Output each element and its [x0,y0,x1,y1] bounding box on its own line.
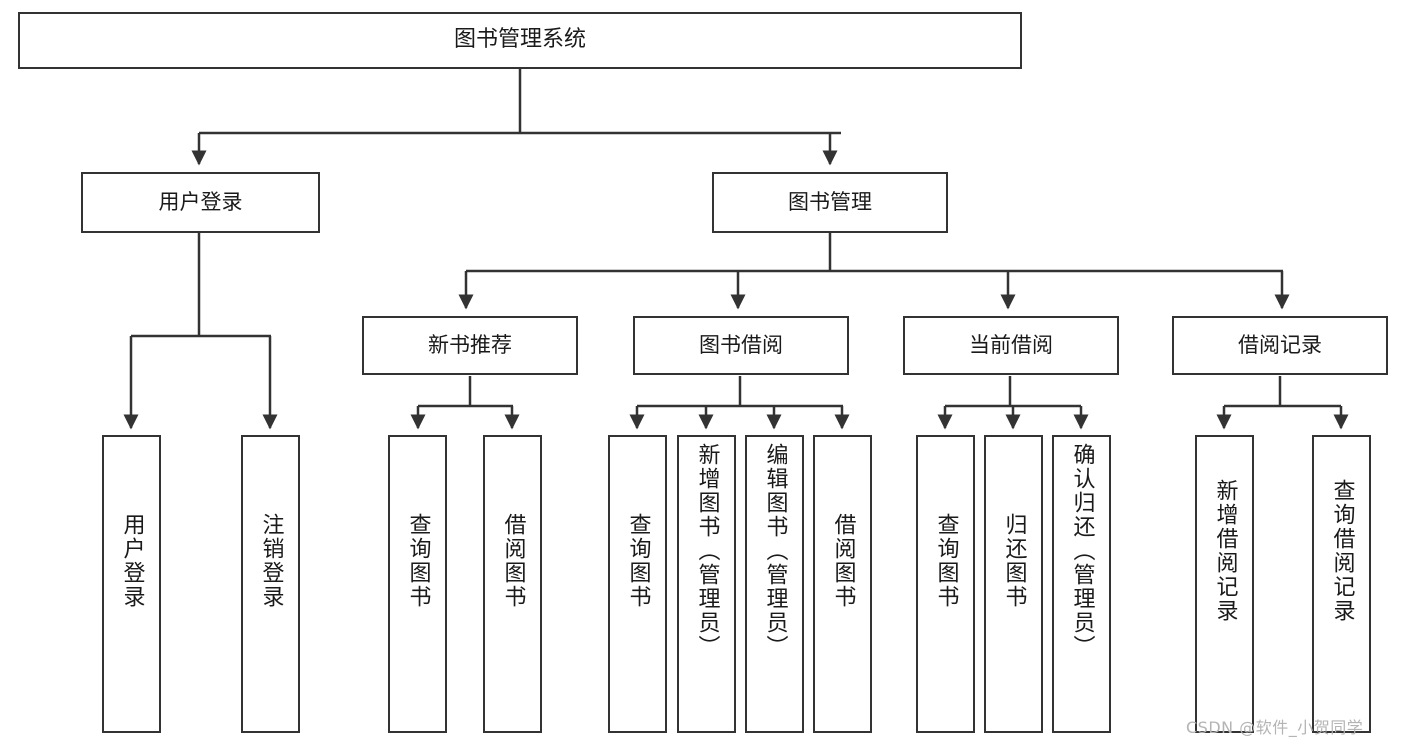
node-root[interactable]: 图书管理系统 [18,12,1022,69]
node-new-book-recommend[interactable]: 新书推荐 [362,316,578,375]
node-root-label: 图书管理系统 [453,27,586,53]
leaf-confirm-return-admin[interactable]: 确认归还（管理员） [1052,435,1111,733]
node-current-borrow-label: 当前借阅 [969,332,1053,357]
leaf-borrow-book-label: 借阅图书 [830,513,856,609]
leaf-query-borrow-record[interactable]: 查询借阅记录 [1312,435,1371,733]
node-user-login-label: 用户登录 [158,189,243,214]
leaf-query-book-current-label: 查询图书 [933,513,959,609]
node-book-borrow-label: 图书借阅 [699,332,783,357]
leaf-borrow-book-rec[interactable]: 借阅图书 [483,435,542,733]
leaf-user-logout[interactable]: 注销登录 [241,435,300,733]
leaf-query-book-borrow[interactable]: 查询图书 [608,435,667,733]
node-book-borrow[interactable]: 图书借阅 [633,316,849,375]
leaf-edit-book-admin[interactable]: 编辑图书（管理员） [745,435,804,733]
leaf-edit-book-admin-label: 编辑图书（管理员） [762,443,788,659]
leaf-confirm-return-admin-label: 确认归还（管理员） [1069,443,1095,659]
leaf-return-book[interactable]: 归还图书 [984,435,1043,733]
node-borrow-record[interactable]: 借阅记录 [1172,316,1388,375]
leaf-borrow-book-rec-label: 借阅图书 [500,513,526,609]
leaf-add-book-admin[interactable]: 新增图书（管理员） [677,435,736,733]
leaf-add-borrow-record-label: 新增借阅记录 [1212,479,1238,623]
leaf-user-login-label: 用户登录 [119,513,145,609]
leaf-query-book-rec[interactable]: 查询图书 [388,435,447,733]
leaf-add-borrow-record[interactable]: 新增借阅记录 [1195,435,1254,733]
leaf-query-book-rec-label: 查询图书 [405,513,431,609]
leaf-return-book-label: 归还图书 [1001,513,1027,609]
leaf-query-book-current[interactable]: 查询图书 [916,435,975,733]
watermark-text: CSDN @软件_小贺同学 [1186,718,1364,737]
node-user-login[interactable]: 用户登录 [81,172,320,233]
node-book-manage[interactable]: 图书管理 [712,172,948,233]
leaf-add-book-admin-label: 新增图书（管理员） [694,443,720,659]
leaf-user-login[interactable]: 用户登录 [102,435,161,733]
leaf-borrow-book[interactable]: 借阅图书 [813,435,872,733]
leaf-query-borrow-record-label: 查询借阅记录 [1329,479,1355,623]
node-book-manage-label: 图书管理 [788,189,872,214]
leaf-query-book-borrow-label: 查询图书 [625,513,651,609]
node-borrow-record-label: 借阅记录 [1238,332,1322,357]
node-current-borrow[interactable]: 当前借阅 [903,316,1119,375]
leaf-user-logout-label: 注销登录 [258,513,284,609]
node-new-book-recommend-label: 新书推荐 [428,332,512,357]
